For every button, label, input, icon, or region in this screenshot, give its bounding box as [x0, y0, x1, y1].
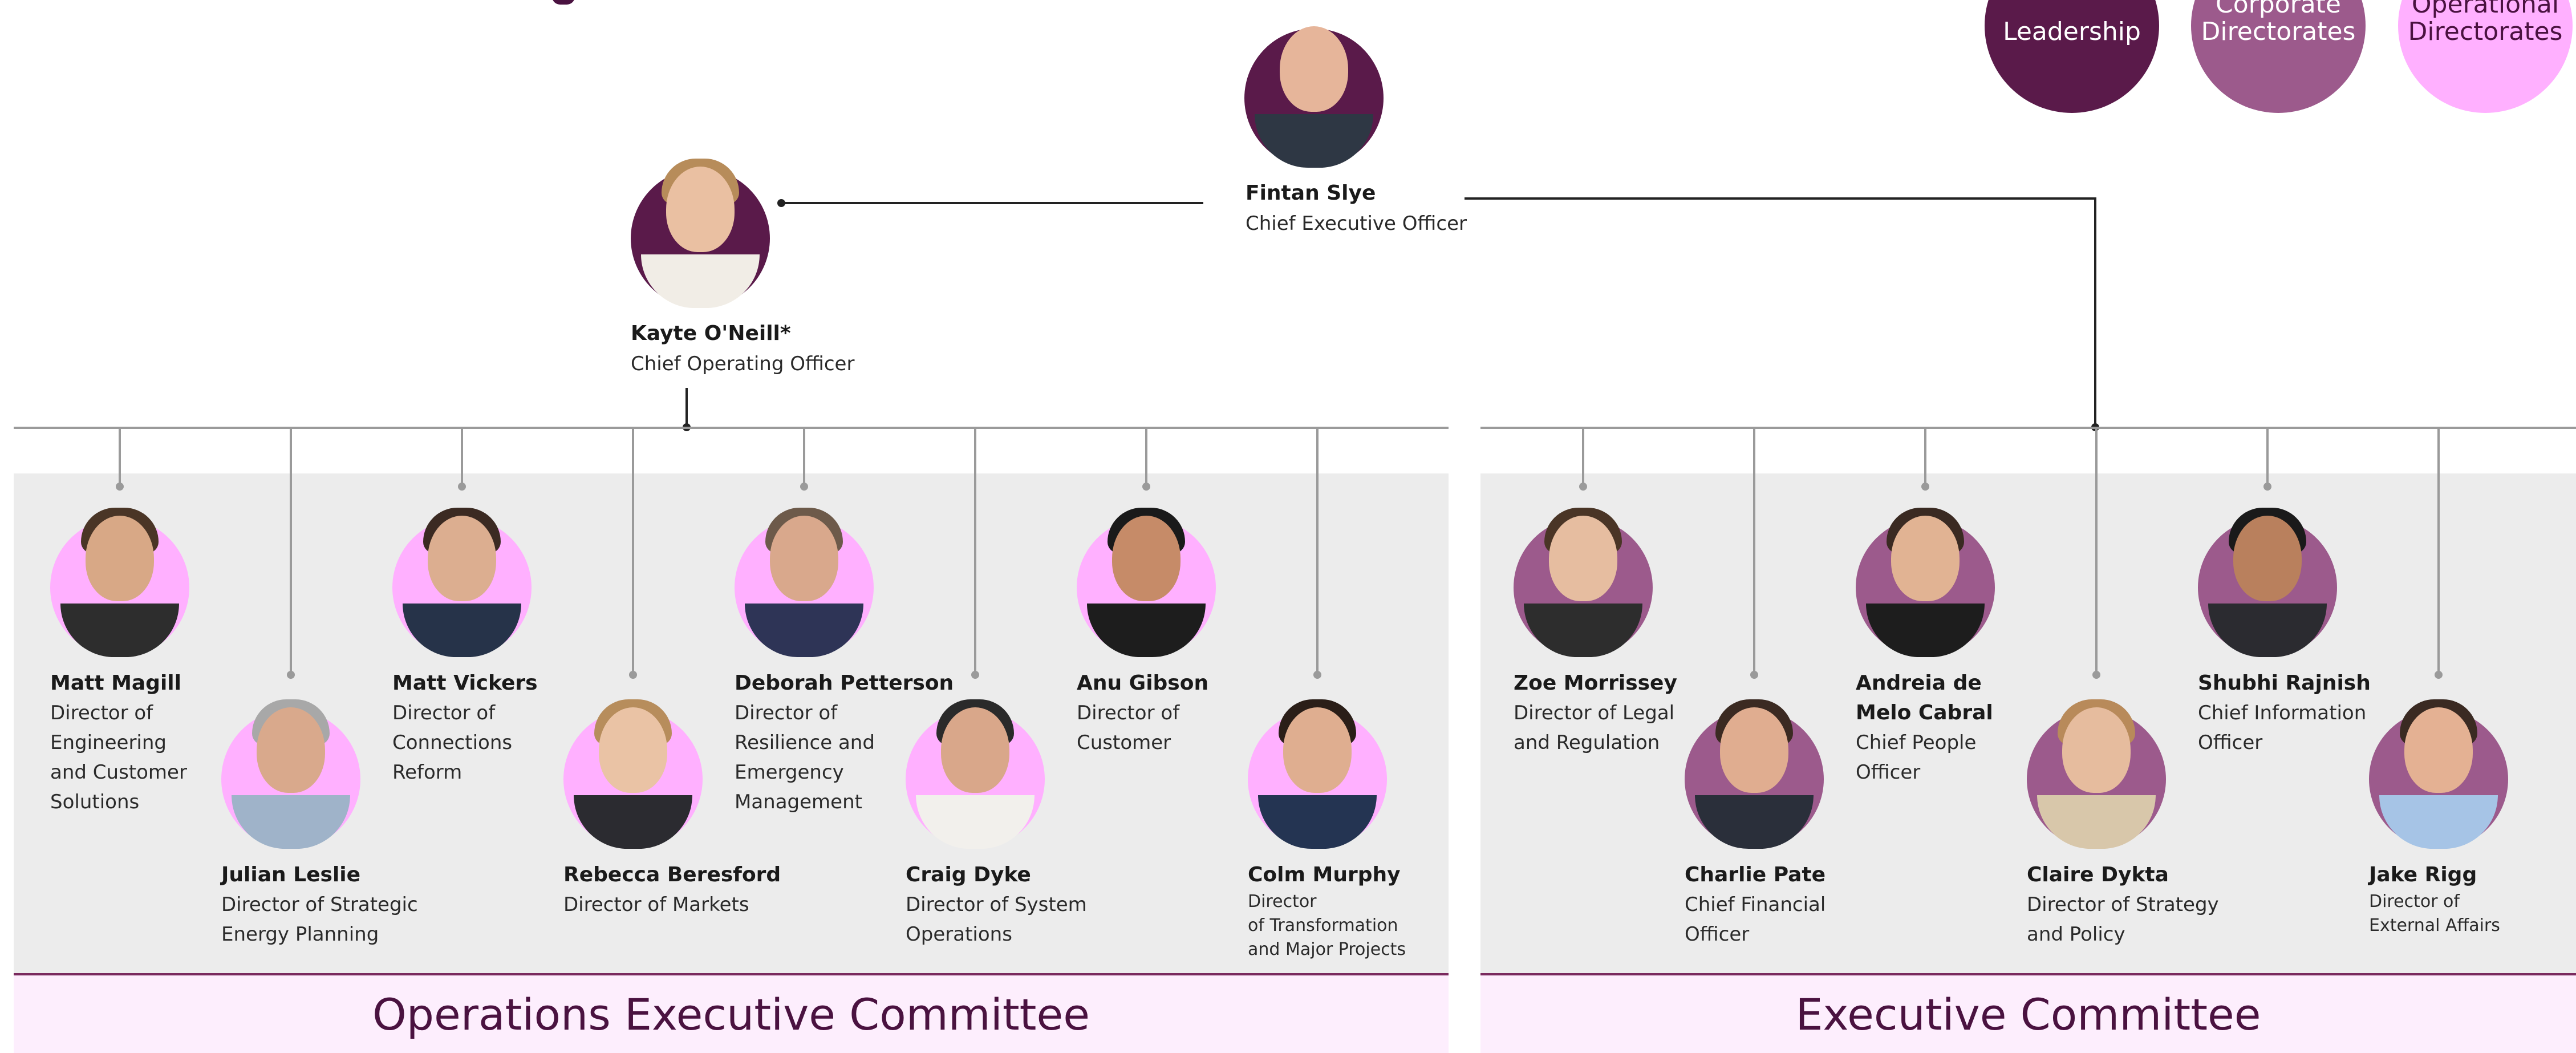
ops-member-connector	[1145, 429, 1147, 487]
ops-member-title: Director of Markets	[563, 893, 749, 916]
legend-corporate-label: Corporate Directorates	[2201, 0, 2356, 46]
ops-member-connector	[632, 429, 634, 674]
ops-member-name: Julian Leslie	[221, 863, 361, 886]
ops-member-connector	[119, 429, 121, 487]
ops-member-connector	[1316, 429, 1319, 674]
exec-member-name: Andreia de Melo Cabral	[1856, 671, 1993, 724]
exec-member-connector-dot	[2435, 671, 2443, 679]
coo-title: Chief Operating Officer	[631, 353, 855, 375]
ops-member-name: Matt Magill	[50, 671, 181, 695]
exec-committee-panel	[1480, 473, 2576, 975]
ops-member-title: Director of Connections Reform	[392, 702, 513, 784]
legend-leadership-label: Leadership	[2003, 17, 2141, 46]
legend-operational-label: Operational Directorates	[2408, 0, 2563, 46]
exec-member-photo	[1514, 508, 1653, 657]
ops-member-photo	[1077, 508, 1216, 657]
ops-member-photo	[221, 699, 360, 849]
ceo-title: Chief Executive Officer	[1246, 212, 1467, 235]
exec-member-connector-dot	[2092, 671, 2100, 679]
coo-ops-drop	[685, 388, 688, 428]
ceo-coo-connector	[780, 202, 1203, 204]
exec-member-name: Claire Dykta	[2027, 863, 2169, 886]
ops-member-connector-dot	[800, 483, 808, 491]
ops-member-connector-dot	[1142, 483, 1150, 491]
exec-member-connector	[1582, 429, 1584, 487]
ops-member-connector-dot	[1313, 671, 1321, 679]
exec-member-name: Shubhi Rajnish	[2198, 671, 2371, 695]
exec-member-name: Jake Rigg	[2369, 863, 2477, 886]
ops-member-connector	[803, 429, 805, 487]
ceo-photo	[1244, 26, 1384, 168]
exec-member-name: Zoe Morrissey	[1514, 671, 1677, 695]
exec-member-title: Chief Financial Officer	[1685, 893, 1826, 946]
ops-member-photo	[735, 508, 874, 657]
exec-member-connector-dot	[1921, 483, 1929, 491]
ops-member-title: Director of Strategic Energy Planning	[221, 893, 418, 946]
exec-member-title: Chief Information Officer	[2198, 702, 2367, 754]
ops-member-connector-dot	[629, 671, 637, 679]
ops-member-connector-dot	[116, 483, 124, 491]
ops-member-photo	[50, 508, 189, 657]
exec-member-title: Director of External Affairs	[2369, 892, 2500, 935]
coo-connector-dot	[777, 199, 785, 207]
exec-committee-footer: Executive Committee	[1480, 973, 2576, 1053]
exec-member-photo	[2027, 699, 2166, 849]
ops-member-connector-dot	[971, 671, 979, 679]
exec-member-photo	[1685, 699, 1824, 849]
exec-member-photo	[2198, 508, 2337, 657]
ops-committee-footer: Operations Executive Committee	[14, 973, 1449, 1053]
ops-member-connector-dot	[287, 671, 295, 679]
exec-member-connector	[1753, 429, 1755, 674]
ops-member-title: Director of Customer	[1077, 702, 1180, 754]
ops-committee-title: Operations Executive Committee	[372, 989, 1090, 1040]
exec-member-photo	[1856, 508, 1995, 657]
ops-member-name: Craig Dyke	[906, 863, 1031, 886]
exec-member-connector-dot	[1750, 671, 1758, 679]
ops-member-name: Rebecca Beresford	[563, 863, 781, 886]
exec-member-name: Charlie Pate	[1685, 863, 1826, 886]
exec-member-connector	[2095, 429, 2098, 674]
ops-member-connector	[461, 429, 463, 487]
exec-member-connector-dot	[1579, 483, 1587, 491]
ops-member-connector-dot	[458, 483, 466, 491]
exec-committee-title: Executive Committee	[1795, 989, 2261, 1040]
legend-operational: Operational Directorates	[2398, 0, 2573, 113]
exec-member-title: Chief People Officer	[1856, 731, 1977, 784]
ops-member-photo	[1248, 699, 1387, 849]
coo-name: Kayte O'Neill*	[631, 322, 791, 345]
legend-leadership: Leadership	[1985, 0, 2159, 113]
ops-member-title: Director of System Operations	[906, 893, 1087, 946]
ops-member-photo	[392, 508, 532, 657]
ops-member-connector	[290, 429, 292, 674]
ops-member-title: Director of Transformation and Major Pro…	[1248, 892, 1406, 959]
ops-member-title: Director of Resilience and Emergency Man…	[735, 702, 875, 813]
ops-member-photo	[563, 699, 703, 849]
ops-member-photo	[906, 699, 1045, 849]
exec-member-photo	[2369, 699, 2508, 849]
legend-corporate: Corporate Directorates	[2191, 0, 2366, 113]
exec-member-connector-dot	[2263, 483, 2271, 491]
ops-member-title: Director of Engineering and Customer Sol…	[50, 702, 187, 813]
ceo-exec-connector	[1465, 197, 2096, 200]
ops-member-connector	[974, 429, 976, 674]
exec-member-connector	[2266, 429, 2269, 487]
ops-member-name: Matt Vickers	[392, 671, 538, 695]
exec-bus	[1480, 427, 2576, 429]
coo-photo	[631, 159, 770, 308]
ceo-name: Fintan Slye	[1246, 181, 1376, 205]
exec-member-title: Director of Strategy and Policy	[2027, 893, 2219, 946]
page-title-fragment	[552, 0, 575, 5]
ops-member-name: Deborah Petterson	[735, 671, 954, 695]
exec-member-connector	[2437, 429, 2440, 674]
ceo-exec-drop	[2094, 197, 2096, 428]
exec-member-connector	[1924, 429, 1926, 487]
exec-member-title: Director of Legal and Regulation	[1514, 702, 1675, 754]
ops-member-name: Anu Gibson	[1077, 671, 1209, 695]
ops-member-name: Colm Murphy	[1248, 863, 1401, 886]
ops-bus	[14, 427, 1449, 429]
